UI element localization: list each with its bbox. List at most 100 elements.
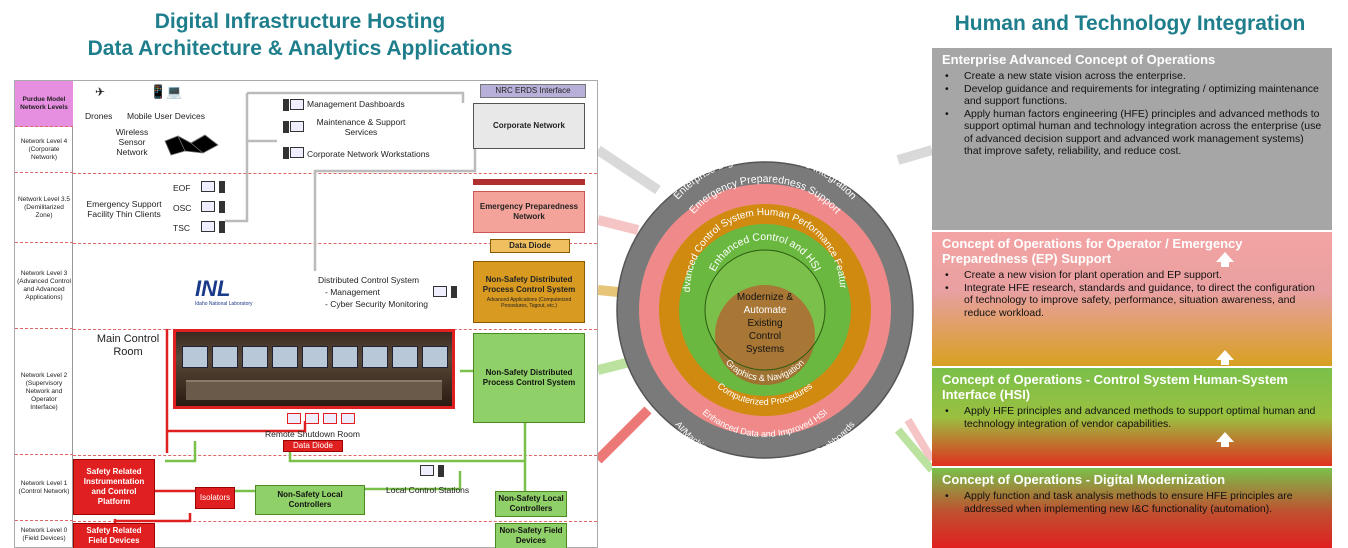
monitor-icon	[290, 99, 304, 110]
mgmt-dash-label: Management Dashboards	[307, 99, 405, 109]
level-1: Network Level 1 (Control Network)	[15, 455, 73, 521]
bullet: Apply HFE principles and advanced method…	[942, 405, 1324, 430]
nrc-erds-box: NRC ERDS Interface	[480, 84, 586, 98]
rsr-label: Remote Shutdown Room	[265, 429, 360, 439]
up-arrow-icon	[1216, 252, 1234, 267]
divider	[73, 243, 597, 244]
left-title-line1: Digital Infrastructure Hosting	[154, 10, 446, 33]
monitor-icon	[287, 413, 301, 424]
conops-ep-title: Concept of Operations for Operator / Eme…	[942, 236, 1243, 266]
core-line-1: Modernize &	[737, 292, 793, 303]
network-levels-column: Purdue Model Network Levels Network Leve…	[15, 81, 73, 547]
srfd-box: Safety Related Field Devices	[73, 523, 155, 548]
up-arrow-icon	[1216, 432, 1234, 447]
dcs-mgmt-label: - Management	[325, 287, 380, 297]
control-room-photo	[173, 329, 455, 409]
tower-icon	[219, 201, 225, 213]
nsdpcs-box: Non-Safety Distributed Process Control S…	[473, 333, 585, 423]
dcs-label: Distributed Control System	[318, 275, 420, 285]
drones-label: Drones	[85, 111, 113, 121]
firewall-icon	[473, 179, 585, 185]
monitor-icon	[290, 147, 304, 158]
wireless-network-icon	[164, 134, 219, 156]
conops-digital-title: Concept of Operations - Digital Moderniz…	[942, 472, 1226, 487]
bullet: Create a new state vision across the ent…	[942, 70, 1324, 83]
conops-hsi: Concept of Operations - Control System H…	[932, 368, 1332, 466]
tsc-label: TSC	[173, 223, 190, 233]
connection-lines	[75, 91, 527, 528]
monitor-icon	[201, 221, 215, 232]
monitor-icon	[323, 413, 337, 424]
isolators-box: Isolators	[195, 487, 235, 509]
bullet: Integrate HFE research, standards and gu…	[942, 282, 1324, 320]
bullet: Create a new vision for plant operation …	[942, 269, 1324, 282]
left-title-line2: Data Architecture & Analytics Applicatio…	[87, 37, 513, 60]
tower-icon	[438, 465, 444, 477]
tower-icon	[283, 121, 289, 133]
level-3-5: Network Level 3.5 (Demilitarized Zone)	[15, 173, 73, 243]
sric-box: Safety Related Instrumentation and Contr…	[73, 459, 155, 515]
data-diode-box: Data Diode	[490, 239, 570, 253]
divider	[73, 455, 597, 456]
mobile-label: Mobile User Devices	[127, 111, 205, 121]
tower-icon	[219, 181, 225, 193]
bullet: Apply human factors engineering (HFE) pr…	[942, 108, 1324, 158]
data-diode-2-box: Data Diode	[283, 440, 343, 452]
nslc-box: Non-Safety Local Controllers	[255, 485, 365, 515]
monitor-icon	[341, 413, 355, 424]
monitor-icon	[433, 286, 447, 297]
osc-label: OSC	[173, 203, 192, 213]
level-0: Network Level 0 (Field Devices)	[20, 527, 68, 542]
dcs-cyber-label: - Cyber Security Monitoring	[325, 299, 428, 309]
nslc-2-box: Non-Safety Local Controllers	[495, 491, 567, 517]
divider	[73, 521, 597, 522]
mobile-devices-icon: 📱💻	[150, 84, 183, 99]
conops-digital: Concept of Operations - Digital Moderniz…	[932, 468, 1332, 548]
monitor-icon	[420, 465, 434, 476]
eof-label: EOF	[173, 183, 191, 193]
nsdpcs-advanced-sub: Advanced Applications (Computerized Proc…	[486, 297, 572, 309]
monitor-icon	[290, 121, 304, 132]
inl-logo-sub: Idaho National Laboratory	[195, 301, 253, 307]
ep-network-box: Emergency Preparedness Network	[473, 191, 585, 233]
tower-icon	[219, 221, 225, 233]
level-2: Network Level 2 (Supervisory Network and…	[15, 329, 73, 455]
conops-enterprise: Enterprise Advanced Concept of Operation…	[932, 48, 1332, 230]
wireless-label: Wireless Sensor Network	[115, 127, 149, 157]
nsdpcs-advanced-box: Non-Safety Distributed Process Control S…	[473, 261, 585, 323]
tower-icon	[451, 286, 457, 298]
up-arrow-icon	[1216, 350, 1234, 365]
core-line-5: Systems	[746, 344, 784, 355]
right-title: Human and Technology Integration	[954, 12, 1306, 35]
monitor-icon	[305, 413, 319, 424]
monitor-icon	[201, 181, 215, 192]
corporate-network-box: Corporate Network	[473, 103, 585, 149]
mcr-label: Main Control Room	[96, 333, 160, 358]
lcs-label: Local Control Stations	[386, 485, 470, 495]
core-line-4: Control	[749, 331, 781, 342]
conops-hsi-title: Concept of Operations - Control System H…	[942, 372, 1288, 402]
tower-icon	[283, 147, 289, 159]
maint-label: Maintenance & Support Services	[316, 117, 406, 137]
nsfd-box: Non-Safety Field Devices	[495, 523, 567, 548]
conops-enterprise-title: Enterprise Advanced Concept of Operation…	[942, 52, 1216, 67]
architecture-diagram: Purdue Model Network Levels Network Leve…	[14, 80, 598, 548]
inl-logo: INL	[195, 276, 231, 301]
divider	[73, 173, 597, 174]
drone-icon: ✈	[95, 85, 106, 99]
bullet: Develop guidance and requirements for in…	[942, 83, 1324, 108]
corp-ws-label: Corporate Network Workstations	[307, 149, 430, 159]
integration-circle: Enterprise Digital Infrastructure Integr…	[598, 130, 932, 473]
conops-ep: Concept of Operations for Operator / Eme…	[932, 232, 1332, 366]
ring-core	[705, 250, 825, 370]
core-line-3: Existing	[747, 318, 782, 329]
esf-label: Emergency Support Facility Thin Clients	[86, 199, 162, 219]
core-line-2: Automate	[744, 305, 787, 316]
tower-icon	[283, 99, 289, 111]
left-title: Digital Infrastructure Hosting Data Arch…	[0, 8, 600, 62]
monitor-icon	[201, 201, 215, 212]
bullet: Apply function and task analysis methods…	[942, 490, 1324, 515]
level-4: Network Level 4 (Corporate Network)	[15, 127, 73, 173]
level-3: Network Level 3 (Advanced Control and Ad…	[15, 243, 73, 329]
nsdpcs-advanced-title: Non-Safety Distributed Process Control S…	[482, 275, 576, 294]
